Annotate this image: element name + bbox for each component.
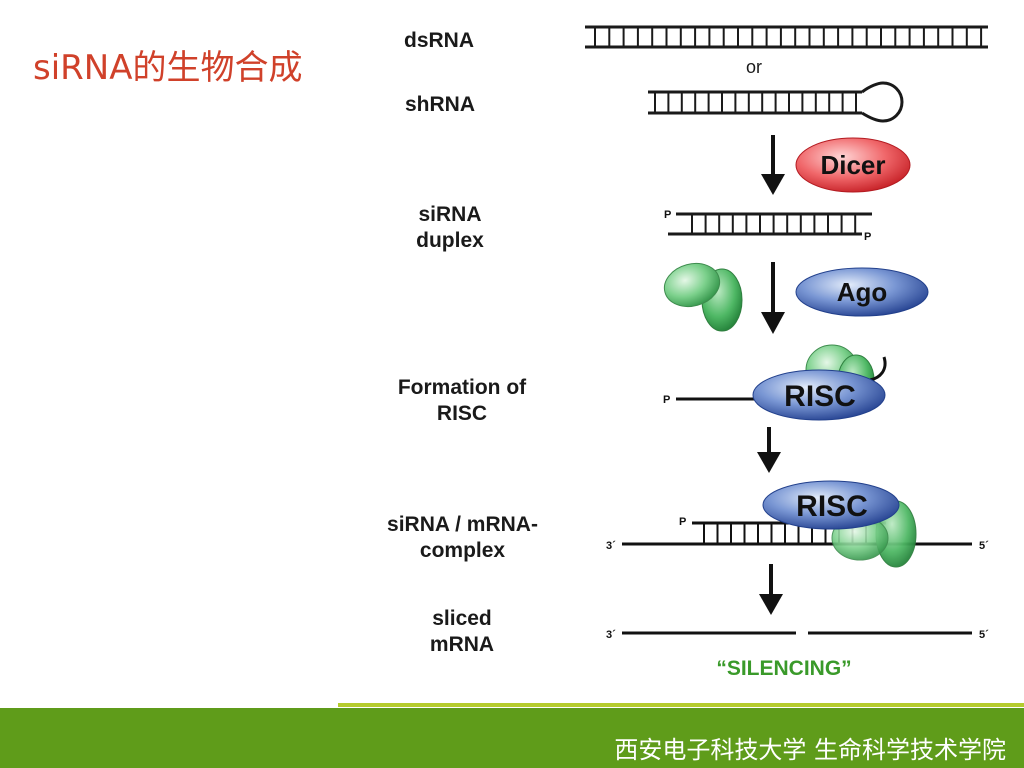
p-end-label: P bbox=[663, 394, 670, 406]
footer-bar: 西安电子科技大学 生命科学技术学院 bbox=[0, 708, 1024, 768]
label-sirna-duplex: siRNA duplex bbox=[400, 202, 500, 254]
label-sirna-mrna-complex: siRNA / mRNA- complex bbox=[360, 512, 565, 564]
label-sirna-duplex-line1: siRNA bbox=[418, 203, 482, 226]
p-end-label: P bbox=[664, 209, 671, 221]
dsrna-ladder bbox=[585, 25, 988, 49]
label-sliced-mrna: sliced mRNA bbox=[410, 606, 514, 658]
sirna-duplex bbox=[668, 212, 872, 236]
p-end-label: P bbox=[864, 231, 871, 243]
ago-label: Ago bbox=[837, 277, 888, 307]
or-text: or bbox=[746, 57, 762, 77]
label-dsrna: dsRNA bbox=[404, 29, 475, 52]
dicer-label: Dicer bbox=[820, 150, 885, 180]
footer-institution: 西安电子科技大学 生命科学技术学院 bbox=[614, 736, 1006, 764]
arrow-down-icon bbox=[757, 427, 781, 473]
argonaute-subunits bbox=[663, 262, 743, 332]
five-prime-label: 5´ bbox=[979, 540, 989, 552]
dicer-protein bbox=[795, 137, 911, 193]
risc-label: RISC bbox=[796, 490, 868, 523]
risc-formation bbox=[676, 344, 887, 421]
five-prime-label: 5´ bbox=[979, 629, 989, 641]
label-sirna-duplex-line2: duplex bbox=[416, 229, 484, 252]
label-formation-of-risc: Formation of RISC bbox=[372, 375, 552, 427]
label-formation-line1: Formation of bbox=[397, 376, 527, 399]
label-sliced-line2: mRNA bbox=[429, 633, 495, 656]
sirna-mrna-complex bbox=[622, 480, 972, 568]
shrna-hairpin bbox=[648, 81, 904, 123]
label-complex-line1: siRNA / mRNA- bbox=[387, 513, 538, 536]
silencing-label: “SILENCING” bbox=[716, 657, 851, 680]
label-shrna: shRNA bbox=[405, 93, 476, 116]
arrow-down-icon bbox=[761, 262, 785, 334]
slide-title: siRNA的生物合成 bbox=[33, 48, 303, 88]
arrow-down-icon bbox=[761, 135, 785, 195]
ago-protein bbox=[795, 267, 929, 317]
footer-accent-line bbox=[338, 703, 1024, 707]
three-prime-label: 3´ bbox=[606, 629, 616, 641]
three-prime-label: 3´ bbox=[606, 540, 616, 552]
label-complex-line2: complex bbox=[419, 539, 506, 562]
arrow-down-icon bbox=[759, 564, 783, 615]
p-end-label: P bbox=[679, 516, 686, 528]
label-formation-line2: RISC bbox=[436, 402, 488, 425]
label-sliced-line1: sliced bbox=[432, 607, 492, 630]
risc-label: RISC bbox=[784, 380, 856, 413]
